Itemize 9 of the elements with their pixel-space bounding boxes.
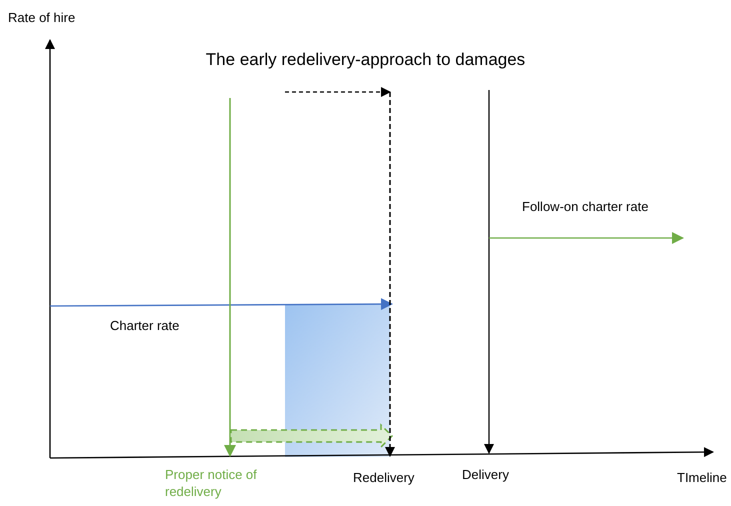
- axis-label: Rate of hire: [8, 10, 76, 25]
- chart-title: The early redelivery-approach to damages: [204, 50, 526, 70]
- axis-label: TImeline: [677, 470, 727, 485]
- axis-marker-label: Delivery: [462, 467, 509, 482]
- axis-marker-label: Redelivery: [353, 470, 414, 485]
- axis-marker-label: Proper notice of redelivery: [165, 466, 258, 500]
- shaded-area: [285, 304, 390, 457]
- line-label: Charter rate: [110, 318, 180, 333]
- line-label: Follow-on charter rate: [522, 199, 648, 214]
